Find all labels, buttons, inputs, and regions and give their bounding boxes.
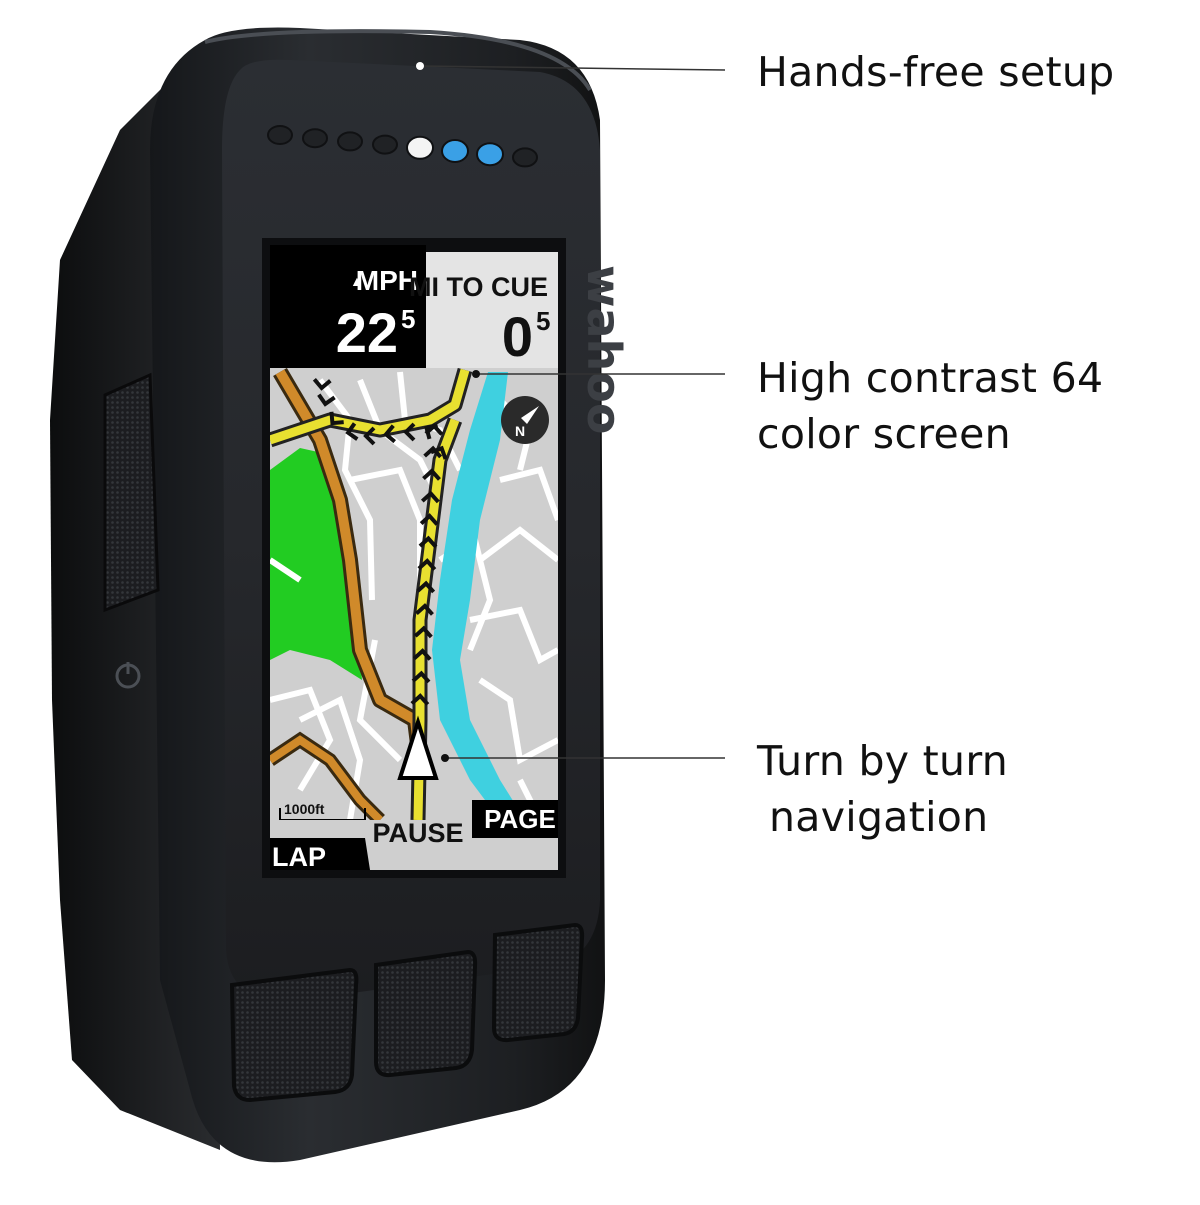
callout-screen-line1: High contrast 64 xyxy=(757,354,1104,402)
route-chevron xyxy=(412,648,432,661)
route-chevron xyxy=(430,445,448,460)
svg-text:1000ft: 1000ft xyxy=(284,801,325,817)
route-chevrons xyxy=(312,378,448,706)
top-edge-highlight xyxy=(204,29,592,92)
route-chevron xyxy=(416,580,436,594)
route-chevron xyxy=(422,468,441,481)
callout-dot-hands-free xyxy=(416,62,424,70)
lap-key-bg xyxy=(270,838,370,870)
brand-logo: wahoo xyxy=(577,265,631,435)
page-key-bg xyxy=(472,800,558,838)
power-icon[interactable] xyxy=(115,662,141,689)
speed-value: 22 xyxy=(336,301,398,364)
position-arrow-icon xyxy=(397,715,439,780)
center-button[interactable] xyxy=(374,949,478,1078)
route-chevron xyxy=(413,625,433,639)
cue-decimal: 5 xyxy=(536,306,550,336)
route-chevron xyxy=(417,558,437,571)
callout-hands-free: Hands-free setup xyxy=(757,44,1114,100)
route-chevron xyxy=(418,535,438,549)
route-chevron xyxy=(345,422,359,441)
route-chevron xyxy=(383,424,396,444)
lap-label: LAP xyxy=(272,842,326,872)
park-area xyxy=(270,448,362,680)
led-6 xyxy=(441,139,469,163)
speed-decimal: 5 xyxy=(401,304,415,334)
route-chevron xyxy=(312,378,332,391)
route-chevron xyxy=(420,490,440,504)
route-chevron xyxy=(424,423,438,440)
route-chevron xyxy=(317,393,336,407)
side-button[interactable] xyxy=(103,372,160,613)
speed-up-icon: ▲ xyxy=(350,273,364,289)
led-8 xyxy=(512,147,538,168)
route-chevron xyxy=(411,670,431,684)
route-chevron xyxy=(410,693,430,706)
callout-dot-navigation xyxy=(441,754,449,762)
led-4 xyxy=(372,134,398,155)
route-chevron xyxy=(363,426,376,446)
river xyxy=(432,372,525,820)
led-5 xyxy=(406,135,434,160)
page-label: PAGE xyxy=(484,804,556,834)
led-2 xyxy=(302,128,328,149)
compass-icon: N xyxy=(501,396,549,444)
cue-value: 0 xyxy=(502,305,533,368)
callout-hands-free-text: Hands-free setup xyxy=(757,48,1115,96)
navigation-map: N 1000ft xyxy=(270,368,558,820)
callout-dot-screen xyxy=(472,370,480,378)
callout-navigation-line2: navigation xyxy=(769,793,989,841)
route-chevron xyxy=(415,603,434,616)
pause-label: PAUSE xyxy=(372,818,463,848)
callout-screen: High contrast 64 color screen xyxy=(757,350,1103,462)
callout-navigation: Turn by turn navigation xyxy=(757,733,1008,845)
speed-label: MPH xyxy=(356,265,418,296)
led-indicator-row xyxy=(267,125,538,168)
route-chevron xyxy=(403,422,416,442)
route-chevron xyxy=(419,513,439,526)
callout-lines xyxy=(419,65,726,759)
cue-label: MI TO CUE xyxy=(409,272,548,302)
right-button[interactable] xyxy=(491,922,585,1043)
svg-text:N: N xyxy=(515,423,525,439)
route-chevron xyxy=(329,411,344,426)
route-chevron xyxy=(423,445,443,459)
led-3 xyxy=(337,131,363,152)
led-7 xyxy=(476,142,504,167)
speed-field xyxy=(270,245,426,369)
left-button[interactable] xyxy=(229,967,359,1103)
cue-field xyxy=(426,252,558,368)
led-1 xyxy=(267,125,293,145)
callout-screen-line2: color screen xyxy=(757,410,1011,458)
map-scale: 1000ft xyxy=(279,801,366,820)
callout-navigation-line1: Turn by turn xyxy=(757,737,1009,785)
